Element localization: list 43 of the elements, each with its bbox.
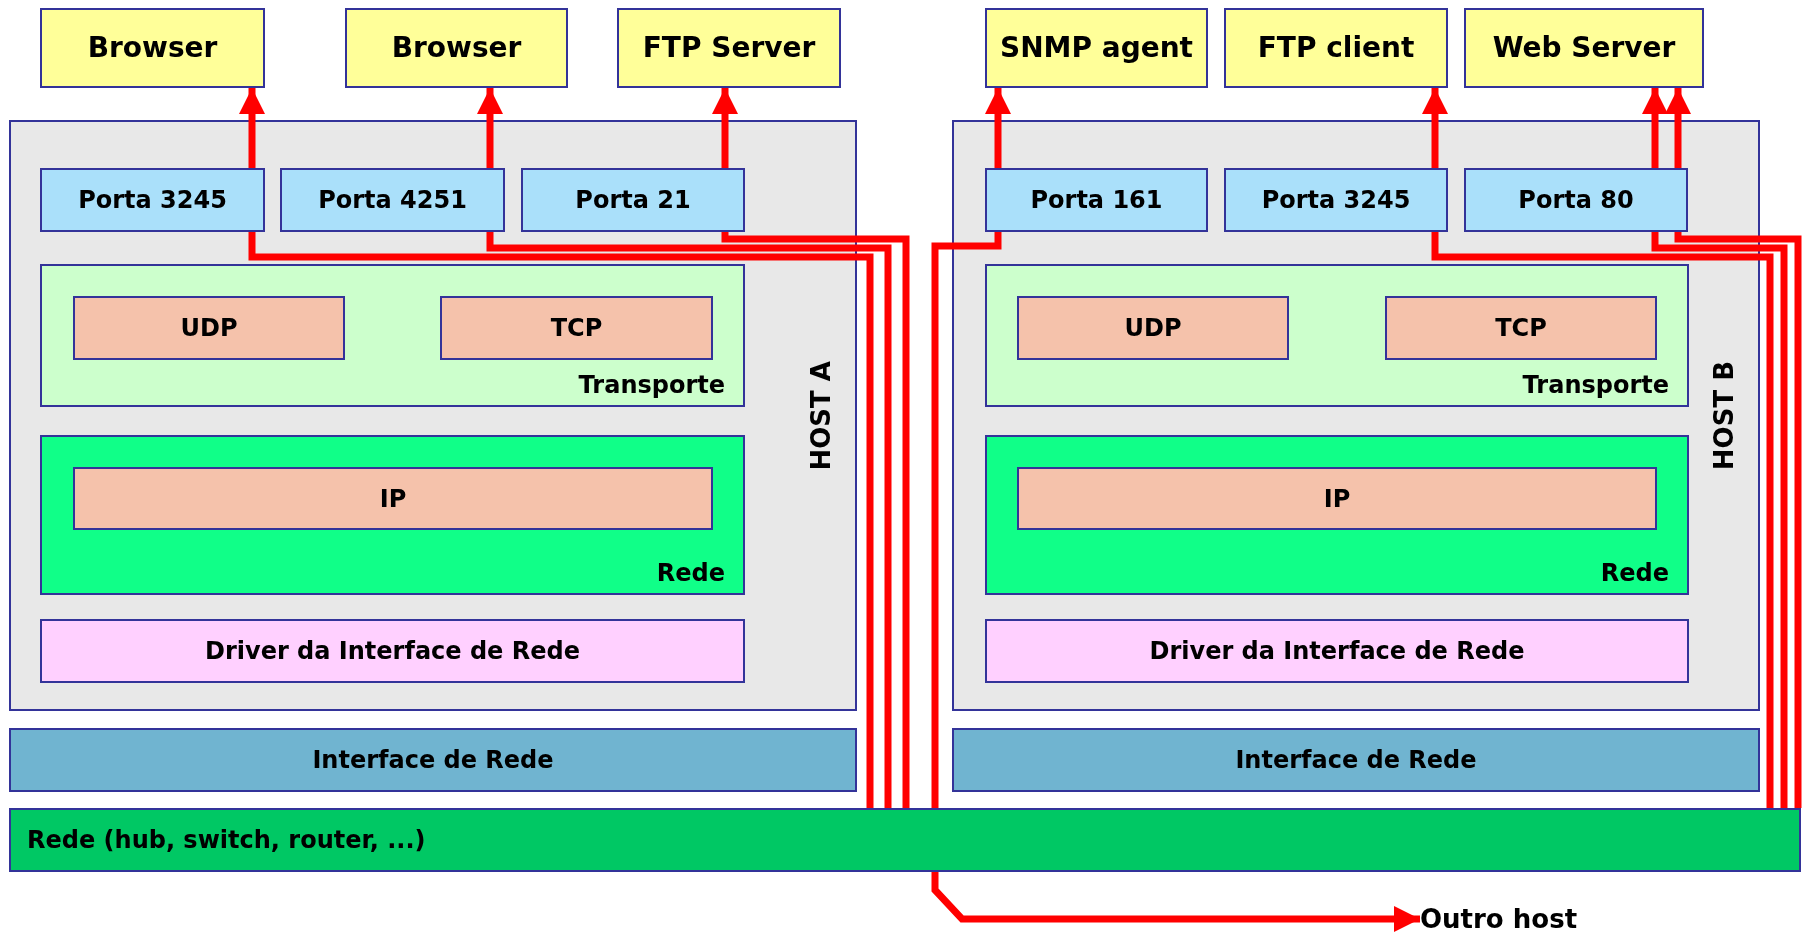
host-title: HOST B (1708, 360, 1740, 471)
arrow (712, 88, 738, 168)
host-panel (9, 120, 857, 711)
driver-box: Driver da Interface de Rede (40, 619, 745, 683)
arrow (477, 88, 503, 168)
transport-layer-box (985, 264, 1689, 407)
protocol-box: IP (73, 467, 713, 530)
application-box: Browser (345, 8, 568, 88)
protocol-box: TCP (440, 296, 713, 360)
port-box: Porta 21 (521, 168, 745, 232)
port-box: Porta 161 (985, 168, 1208, 232)
protocol-box: UDP (1017, 296, 1289, 360)
application-box: Browser (40, 8, 265, 88)
arrow (1665, 88, 1691, 168)
protocol-box: IP (1017, 467, 1657, 530)
layer-title: Transporte (1522, 371, 1669, 399)
arrow (1422, 88, 1448, 168)
host-panel (952, 120, 1760, 711)
host-label: Outro host (1420, 902, 1620, 936)
transport-layer-box (40, 264, 745, 407)
arrow (985, 88, 1011, 168)
application-box: SNMP agent (985, 8, 1208, 88)
network-layer-box (985, 435, 1689, 595)
arrow (239, 88, 265, 168)
port-box: Porta 80 (1464, 168, 1688, 232)
application-box: FTP Server (617, 8, 841, 88)
network-band: Rede (hub, switch, router, ...) (9, 808, 1801, 872)
layer-title: Rede (1600, 559, 1669, 587)
host-title: HOST A (805, 360, 837, 471)
application-box: FTP client (1224, 8, 1448, 88)
port-box: Porta 4251 (280, 168, 505, 232)
port-box: Porta 3245 (1224, 168, 1448, 232)
layer-title: Rede (656, 559, 725, 587)
protocol-box: UDP (73, 296, 345, 360)
protocol-box: TCP (1385, 296, 1657, 360)
application-box: Web Server (1464, 8, 1704, 88)
layer-title: Transporte (578, 371, 725, 399)
arrow (1642, 88, 1668, 168)
network-interface-bar: Interface de Rede (952, 728, 1760, 792)
network-layer-box (40, 435, 745, 595)
port-box: Porta 3245 (40, 168, 265, 232)
network-interface-bar: Interface de Rede (9, 728, 857, 792)
driver-box: Driver da Interface de Rede (985, 619, 1689, 683)
